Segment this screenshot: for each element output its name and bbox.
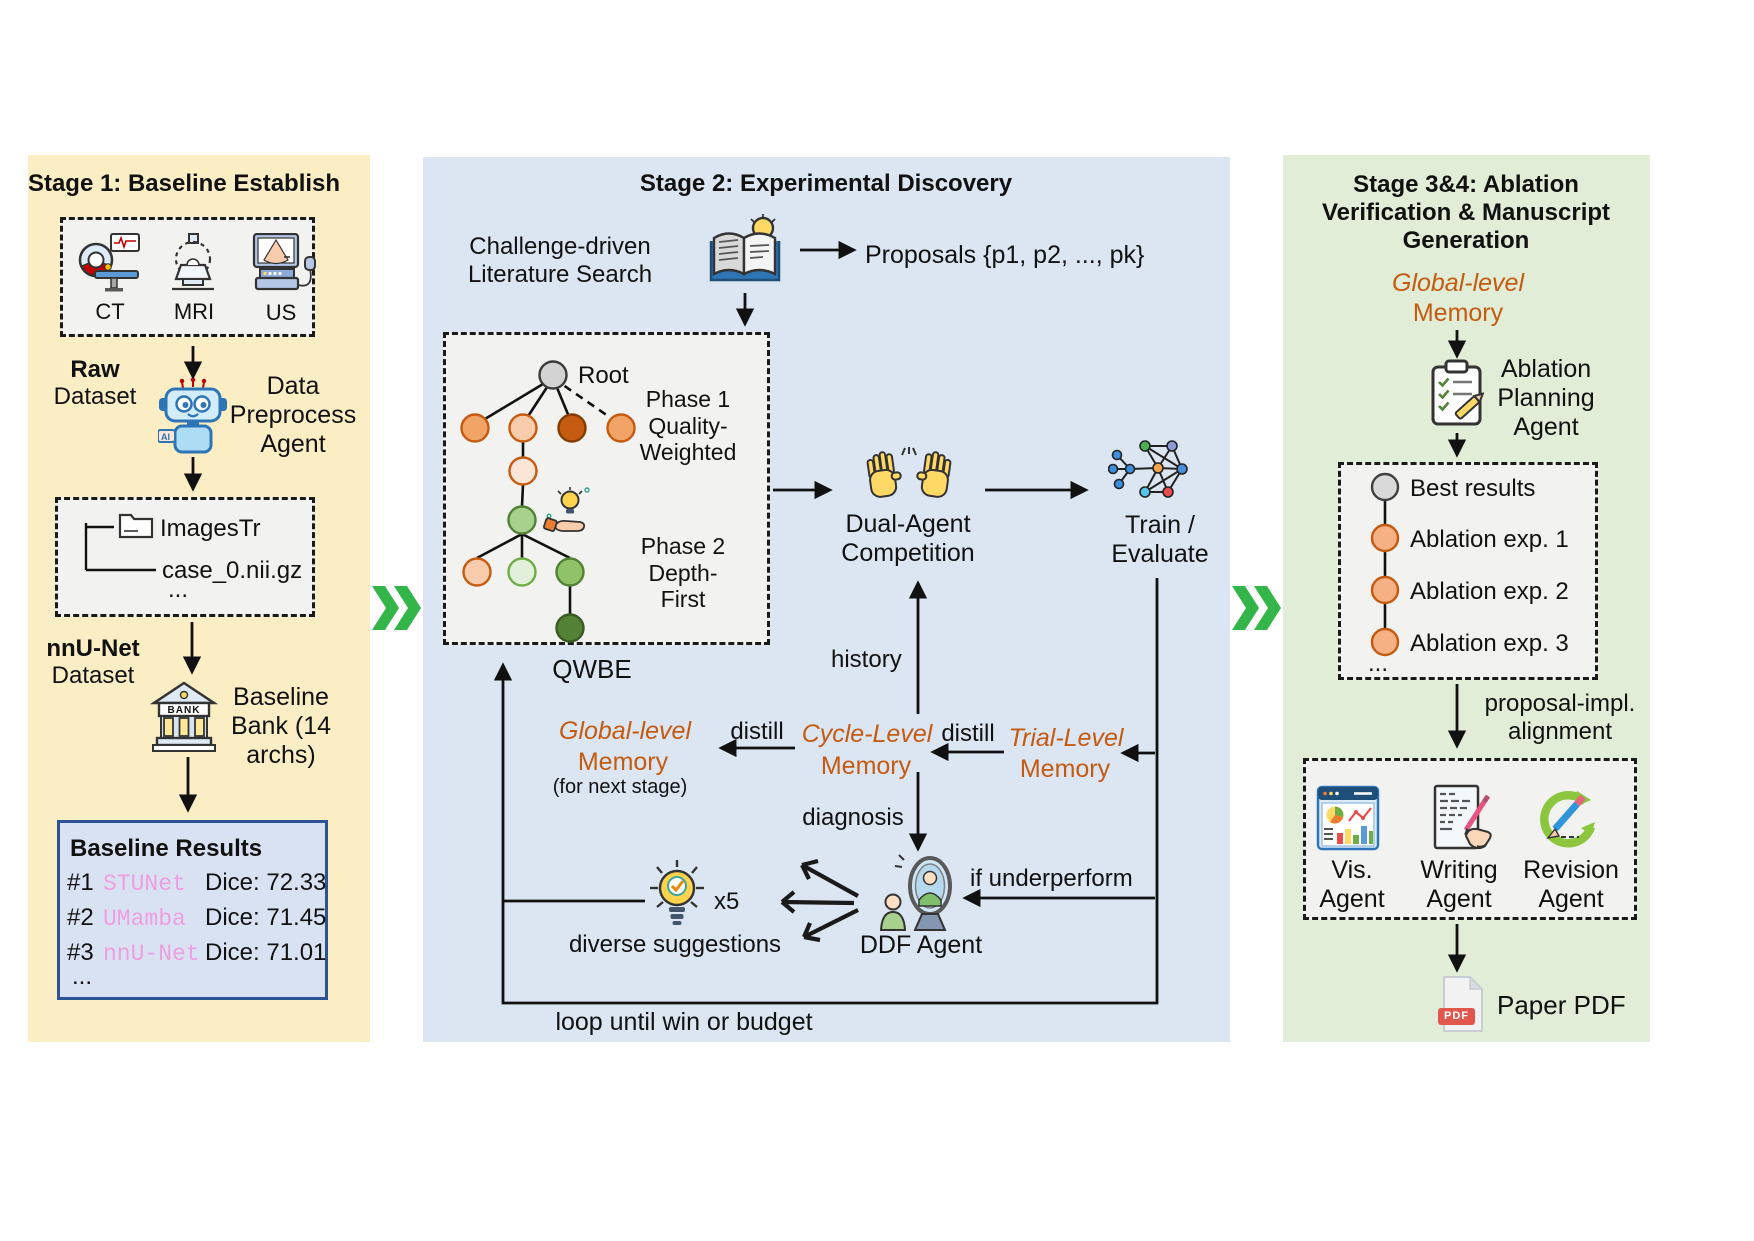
result-metric: Dice: 71.01 <box>205 939 327 966</box>
raised-hands-icon <box>866 446 952 509</box>
x5-label: x5 <box>714 888 740 915</box>
ablation-exp-label: Ablation exp. 3 <box>1410 630 1569 657</box>
ablation-planning-agent-label: Ablation Planning Agent <box>1497 355 1595 441</box>
clipboard-checklist-icon <box>1430 359 1485 432</box>
ablation-exp-label: Ablation exp. 1 <box>1410 526 1569 553</box>
ablation-exp-label: Ablation exp. 2 <box>1410 578 1569 605</box>
train-evaluate-label: Train / Evaluate <box>1111 511 1209 568</box>
stage3-global-memory-line1: Global-level <box>1391 269 1525 297</box>
global-memory-label-line2: Memory <box>577 748 669 776</box>
pdf-badge: PDF <box>1444 1010 1469 1022</box>
distill-label-right: distill <box>941 720 995 747</box>
phase1-label: Phase 1 Quality-Weighted <box>639 386 737 466</box>
literature-search-label: Challenge-driven Literature Search <box>467 233 653 288</box>
result-rank: #3 <box>67 939 94 966</box>
dual-agent-label: Dual-Agent Competition <box>841 510 975 567</box>
ct-scanner-icon <box>75 233 141 300</box>
if-underperform-label: if underperform <box>970 865 1133 892</box>
fast-forward-icon <box>1232 586 1282 635</box>
robot-ai-badge: AI <box>161 432 170 442</box>
modality-label-us: US <box>265 300 297 325</box>
mri-scanner-icon <box>165 233 221 300</box>
revision-agent-icon <box>1533 787 1599 858</box>
table-row: #3 nnU-Net Dice: 71.01 <box>67 939 326 967</box>
cycle-memory-label-line1: Cycle-Level <box>801 720 933 748</box>
baseline-results-title: Baseline Results <box>70 835 263 862</box>
stage2-title: Stage 2: Experimental Discovery <box>639 170 1013 197</box>
revision-agent-label: Revision Agent <box>1523 856 1619 913</box>
bulb-check-icon <box>648 858 706 939</box>
writing-agent-icon <box>1432 784 1492 859</box>
result-metric: Dice: 71.45 <box>205 904 327 931</box>
ultrasound-icon <box>246 232 318 300</box>
paper-pdf-label: Paper PDF <box>1497 990 1626 1020</box>
chain-ellipsis: ... <box>1368 650 1389 677</box>
vis-agent-icon <box>1316 785 1380 858</box>
fast-forward-icon <box>372 586 422 635</box>
pdf-file-icon: PDF <box>1438 975 1486 1038</box>
best-results-label: Best results <box>1410 475 1536 502</box>
baseline-bank-label: Baseline Bank (14 archs) <box>230 683 332 769</box>
global-memory-label-line1: Global-level <box>558 717 692 745</box>
loop-label: loop until win or budget <box>555 1008 813 1036</box>
result-model: STUNet <box>103 871 186 897</box>
dataset-folder-box <box>55 497 315 617</box>
diagnosis-label: diagnosis <box>802 804 904 831</box>
files-ellipsis: ... <box>168 576 189 603</box>
proposals-label: Proposals {p1, p2, ..., pk} <box>865 241 1145 269</box>
book-idea-icon <box>705 214 785 295</box>
stage3-title: Stage 3&4: Ablation Verification & Manus… <box>1321 171 1611 254</box>
robot-agent-icon: AI <box>157 377 228 463</box>
baseline-results-box <box>57 820 328 1000</box>
trial-memory-label-line2: Memory <box>1019 755 1111 783</box>
nnunet-dataset-label-line1: nnU-Net <box>46 635 140 662</box>
stage1-title: Stage 1: Baseline Establish <box>27 170 341 197</box>
hand-bulb-icon <box>543 486 593 547</box>
branch-arrows-icon <box>766 850 870 955</box>
cycle-memory-label-line2: Memory <box>820 752 912 780</box>
trial-memory-label-line1: Trial-Level <box>1008 724 1124 752</box>
bank-badge: BANK <box>167 705 201 716</box>
root-node-label: Root <box>578 362 629 389</box>
raw-dataset-label-line1: Raw <box>70 356 120 383</box>
result-model: nnU-Net <box>103 941 200 967</box>
modality-label-mri: MRI <box>173 299 215 324</box>
alignment-label: proposal-impl. alignment <box>1484 690 1636 745</box>
global-memory-note: (for next stage) <box>552 776 688 798</box>
qwbe-label: QWBE <box>552 654 632 684</box>
result-metric: Dice: 72.33 <box>205 869 327 896</box>
result-rank: #2 <box>67 904 94 931</box>
nnunet-dataset-label-line2: Dataset <box>51 662 135 689</box>
folder-name-label: ImagesTr <box>160 515 261 542</box>
modality-label-ct: CT <box>95 299 125 324</box>
vis-agent-label: Vis. Agent <box>1319 856 1385 913</box>
phase2-label: Phase 2 Depth-First <box>640 533 726 613</box>
result-model: UMamba <box>103 906 186 932</box>
stage3-global-memory-line2: Memory <box>1412 299 1504 327</box>
distill-label-left: distill <box>730 718 784 745</box>
table-row: #2 UMamba Dice: 71.45 <box>67 904 326 932</box>
folder-icon <box>118 510 154 545</box>
ddf-agent-icon <box>878 850 958 941</box>
raw-dataset-label-line2: Dataset <box>53 383 137 410</box>
table-row: #1 STUNet Dice: 72.33 <box>67 869 326 897</box>
file-name-label: case_0.nii.gz <box>162 557 303 584</box>
history-label: history <box>831 646 902 673</box>
bank-icon: BANK <box>149 681 219 760</box>
data-preprocess-agent-label: Data Preprocess Agent <box>229 372 357 458</box>
network-icon <box>1107 438 1190 511</box>
result-rank: #1 <box>67 869 94 896</box>
results-ellipsis: ... <box>72 963 93 990</box>
writing-agent-label: Writing Agent <box>1420 856 1498 913</box>
